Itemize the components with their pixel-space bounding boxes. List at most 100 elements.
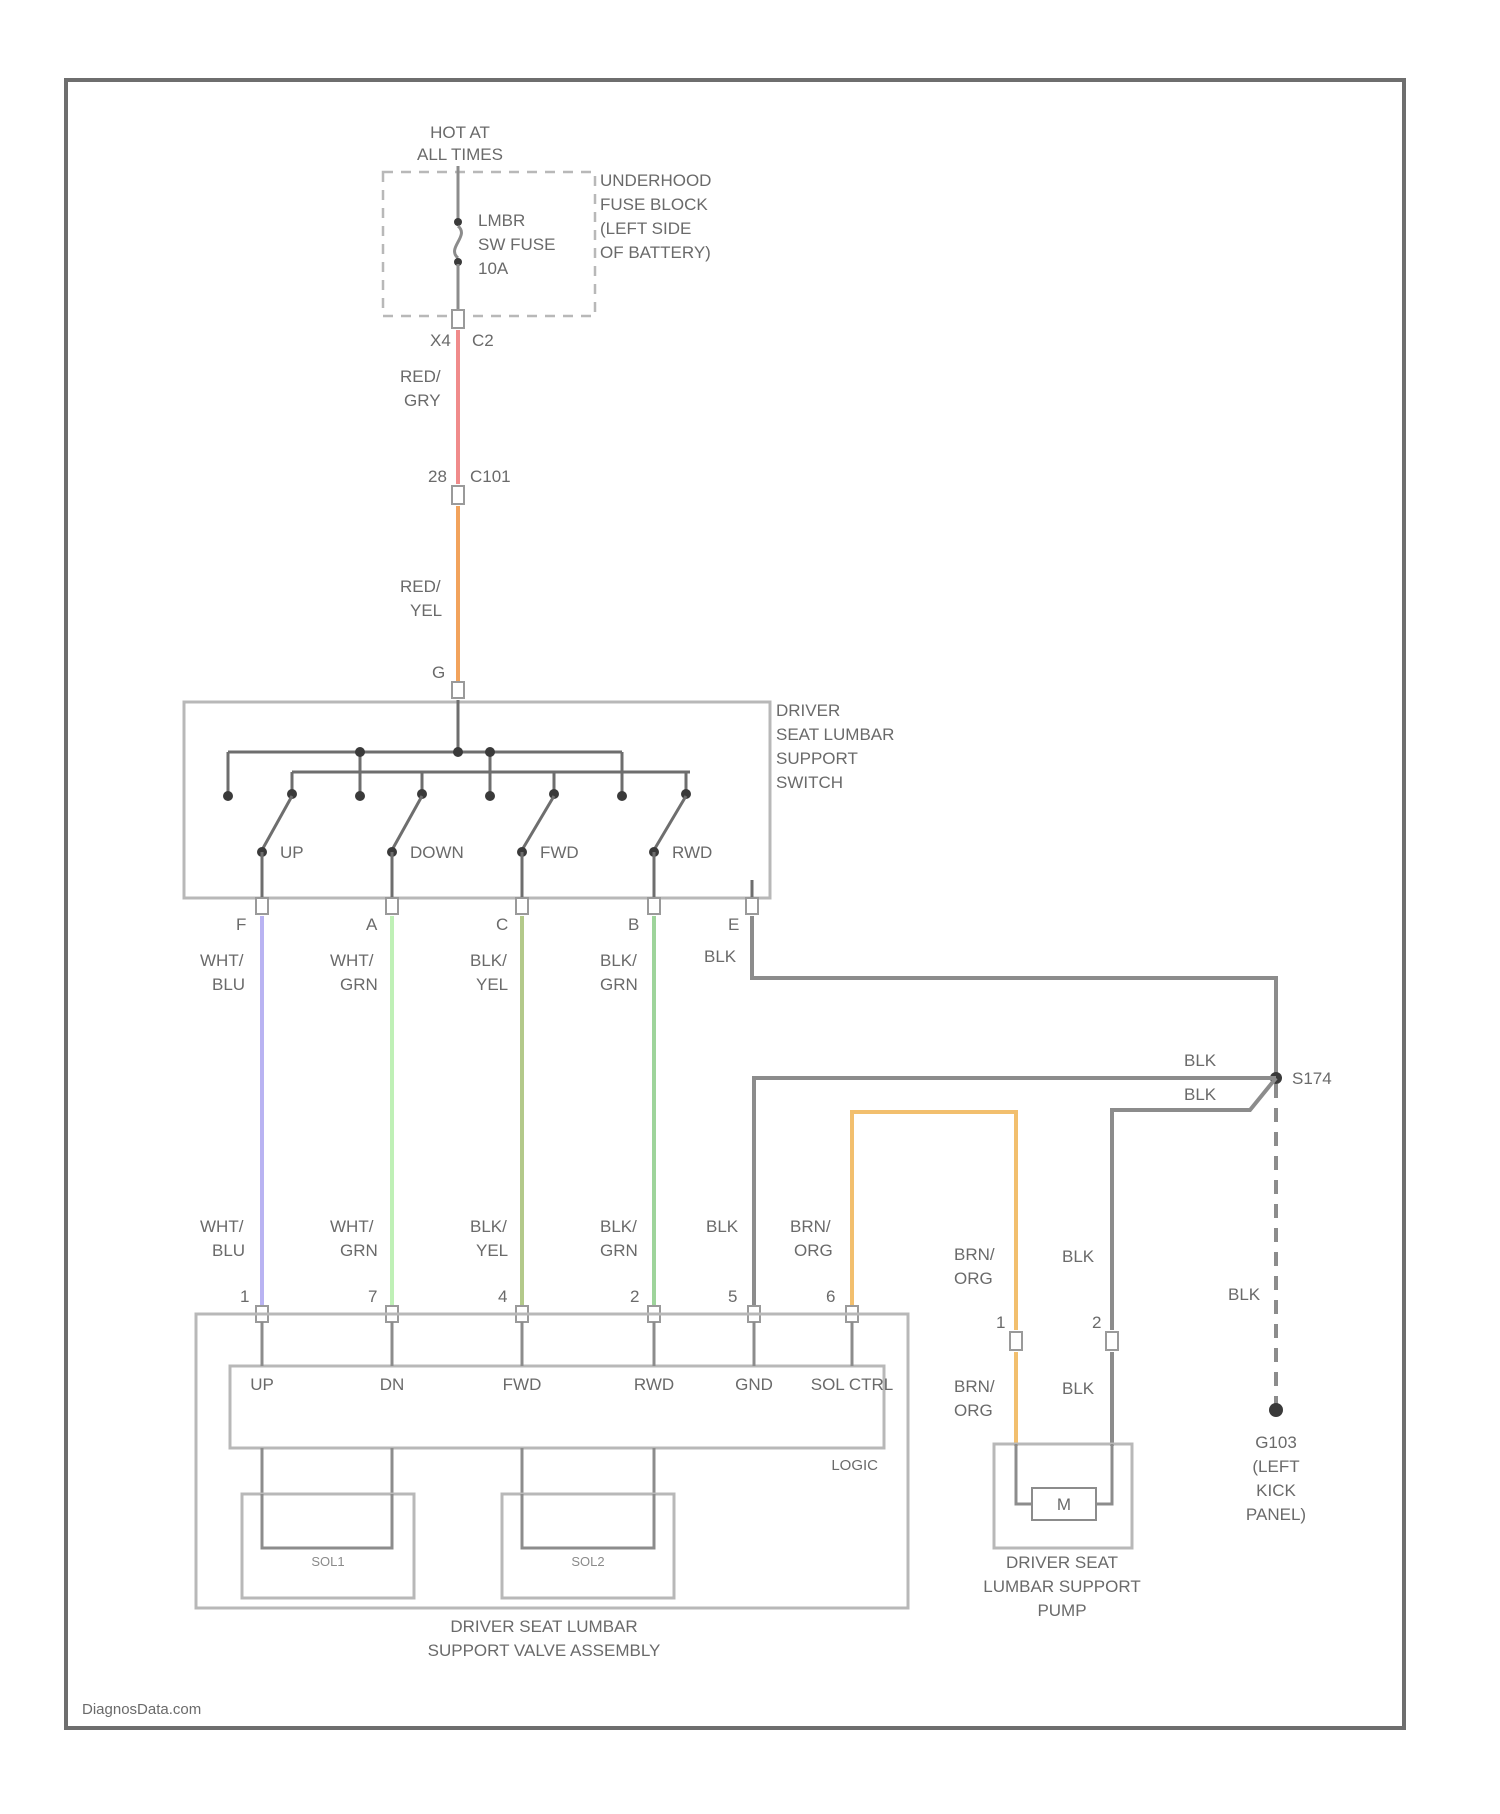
splice-wire-mid: BLK bbox=[1184, 1085, 1217, 1104]
c101-name: C101 bbox=[470, 467, 511, 486]
switch-label-fwd: FWD bbox=[540, 843, 579, 862]
valve-term-rwd: RWD bbox=[634, 1375, 674, 1394]
valve-pin-label-7: 7 bbox=[368, 1287, 377, 1306]
fuse-block-name-1: UNDERHOOD bbox=[600, 171, 711, 190]
ground-g103-point bbox=[1269, 1403, 1283, 1417]
valve-logic-box bbox=[230, 1366, 884, 1448]
valve-term-dn: DN bbox=[380, 1375, 405, 1394]
wire-red-yel-label-1: RED/ bbox=[400, 577, 441, 596]
switch-pin-label-a: A bbox=[366, 915, 378, 934]
valve-term-solctrl: SOL CTRL bbox=[811, 1375, 894, 1394]
lower-wire-label-6b: ORG bbox=[794, 1241, 833, 1260]
switch-pin-label-c: C bbox=[496, 915, 508, 934]
switch-pin-label-e: E bbox=[728, 915, 739, 934]
fuse-block-name-2: FUSE BLOCK bbox=[600, 195, 708, 214]
pump-wire-blk-lower-label: BLK bbox=[1062, 1379, 1095, 1398]
fuse-block-name-3: (LEFT SIDE bbox=[600, 219, 691, 238]
upper-wire-label-4b: GRN bbox=[600, 975, 638, 994]
fuse-top-terminal bbox=[454, 218, 462, 226]
fuse-symbol bbox=[455, 226, 462, 258]
valve-term-fwd: FWD bbox=[503, 1375, 542, 1394]
upper-wire-label-1b: BLU bbox=[212, 975, 245, 994]
pump-name-3: PUMP bbox=[1037, 1601, 1086, 1620]
pump-wire-brn-lower-1: BRN/ bbox=[954, 1377, 995, 1396]
valve-term-gnd: GND bbox=[735, 1375, 773, 1394]
switch-pin-label-f: F bbox=[236, 915, 246, 934]
pump-pin-2: 2 bbox=[1092, 1313, 1101, 1332]
solenoid-1-box bbox=[242, 1494, 414, 1598]
upper-wire-label-4a: BLK/ bbox=[600, 951, 637, 970]
pump-wire-brn-lower-2: ORG bbox=[954, 1401, 993, 1420]
lower-wire-label-6a: BRN/ bbox=[790, 1217, 831, 1236]
lower-wire-label-1b: BLU bbox=[212, 1241, 245, 1260]
solenoid-1-label: SOL1 bbox=[311, 1554, 344, 1569]
fuse-block-name-4: OF BATTERY) bbox=[600, 243, 711, 262]
switch-pin-a bbox=[386, 898, 398, 914]
valve-logic-label: LOGIC bbox=[831, 1457, 878, 1474]
switch-label-rwd: RWD bbox=[672, 843, 712, 862]
pump-connector-1 bbox=[1010, 1332, 1022, 1350]
valve-pin-label-2: 2 bbox=[630, 1287, 639, 1306]
wire-brn-org bbox=[852, 1112, 1016, 1330]
upper-wire-label-3b: YEL bbox=[476, 975, 508, 994]
switch-name-3: SUPPORT bbox=[776, 749, 858, 768]
switch-label-up: UP bbox=[280, 843, 304, 862]
pump-connector-2 bbox=[1106, 1332, 1118, 1350]
fuse-out-conn: C2 bbox=[472, 331, 494, 350]
switch-pin-label-b: B bbox=[628, 915, 639, 934]
valve-pin-label-6: 6 bbox=[826, 1287, 835, 1306]
lower-wire-label-3b: YEL bbox=[476, 1241, 508, 1260]
ground-wire-label: BLK bbox=[1228, 1285, 1261, 1304]
pump-wire-blk-upper: BLK bbox=[1062, 1247, 1095, 1266]
upper-wire-label-2a: WHT/ bbox=[330, 951, 374, 970]
upper-wire-label-2b: GRN bbox=[340, 975, 378, 994]
switch-pin-b bbox=[648, 898, 660, 914]
pump-name-1: DRIVER SEAT bbox=[1006, 1553, 1118, 1572]
valve-pin-label-4: 4 bbox=[498, 1287, 507, 1306]
switch-pin-e bbox=[746, 898, 758, 914]
valve-pin-label-1: 1 bbox=[240, 1287, 249, 1306]
upper-wire-label-5a: BLK bbox=[704, 947, 737, 966]
valve-term-up: UP bbox=[250, 1375, 274, 1394]
switch-name-2: SEAT LUMBAR bbox=[776, 725, 894, 744]
switch-name-1: DRIVER bbox=[776, 701, 840, 720]
pump-pin-1: 1 bbox=[996, 1313, 1005, 1332]
solenoid-2-box bbox=[502, 1494, 674, 1598]
all-times-label: ALL TIMES bbox=[417, 145, 503, 164]
lower-wire-label-5a: BLK bbox=[706, 1217, 739, 1236]
upper-wire-label-3a: BLK/ bbox=[470, 951, 507, 970]
lower-wire-label-3a: BLK/ bbox=[470, 1217, 507, 1236]
splice-name: S174 bbox=[1292, 1069, 1332, 1088]
ground-name: G103 bbox=[1255, 1433, 1297, 1452]
c101-pin: 28 bbox=[428, 467, 447, 486]
valve-assembly-box bbox=[196, 1314, 908, 1608]
hot-at-label: HOT AT bbox=[430, 123, 490, 142]
solenoid-2-label: SOL2 bbox=[571, 1554, 604, 1569]
lower-wire-label-2a: WHT/ bbox=[330, 1217, 374, 1236]
switch-input-connector bbox=[452, 682, 464, 698]
lower-wire-label-4a: BLK/ bbox=[600, 1217, 637, 1236]
fuse-label-3: 10A bbox=[478, 259, 509, 278]
pump-name-2: LUMBAR SUPPORT bbox=[983, 1577, 1140, 1596]
switch-label-down: DOWN bbox=[410, 843, 464, 862]
valve-name-1: DRIVER SEAT LUMBAR bbox=[450, 1617, 637, 1636]
switch-input-pin: G bbox=[432, 663, 445, 682]
watermark: DiagnosData.com bbox=[82, 1701, 201, 1718]
pump-wire-brn-upper-1: BRN/ bbox=[954, 1245, 995, 1264]
lower-wire-label-2b: GRN bbox=[340, 1241, 378, 1260]
lower-wire-label-4b: GRN bbox=[600, 1241, 638, 1260]
pump-wire-brn-upper-2: ORG bbox=[954, 1269, 993, 1288]
wire-red-gry-label-1: RED/ bbox=[400, 367, 441, 386]
switch-name-4: SWITCH bbox=[776, 773, 843, 792]
ground-loc-1: (LEFT bbox=[1252, 1457, 1299, 1476]
splice-wire-top: BLK bbox=[1184, 1051, 1217, 1070]
switch-pin-f bbox=[256, 898, 268, 914]
valve-pin-label-5: 5 bbox=[728, 1287, 737, 1306]
fuse-out-pin: X4 bbox=[430, 331, 451, 350]
upper-wire-label-1a: WHT/ bbox=[200, 951, 244, 970]
fuse-label-1: LMBR bbox=[478, 211, 525, 230]
ground-loc-3: PANEL) bbox=[1246, 1505, 1306, 1524]
lower-wire-label-1a: WHT/ bbox=[200, 1217, 244, 1236]
connector-x4-c2 bbox=[452, 310, 464, 328]
